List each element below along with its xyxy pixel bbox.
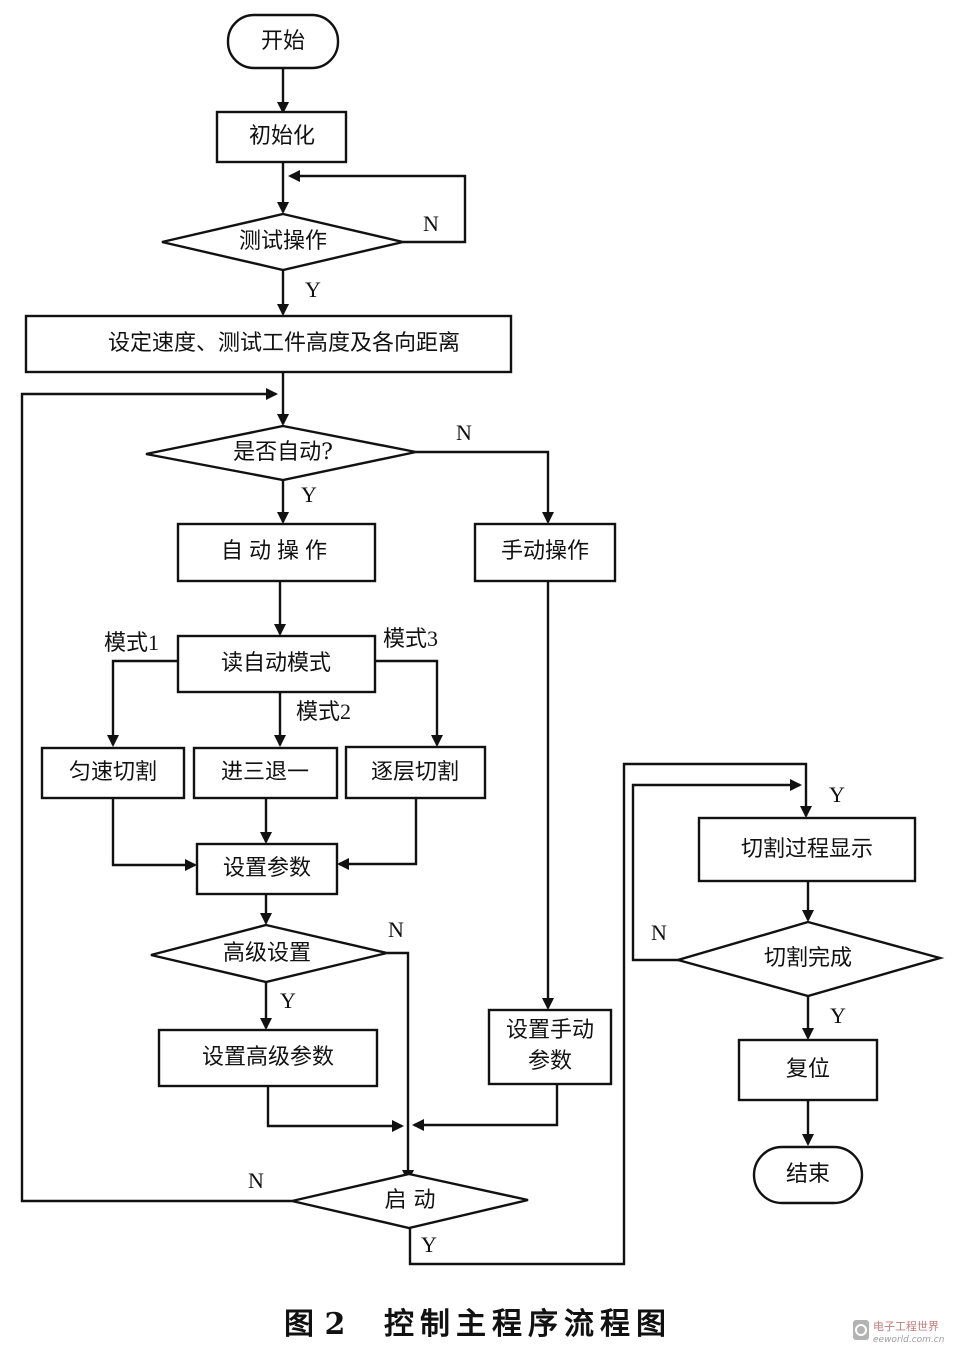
edge-advanced-no — [387, 951, 414, 1182]
edge-start-no-loop — [20, 388, 292, 1203]
node-set-advanced-params-label: 设置高级参数 — [202, 1045, 334, 1070]
label-test-yes: Y — [305, 277, 321, 302]
decision-test-op: 测试操作 — [161, 212, 404, 272]
node-read-mode-label: 读自动模式 — [221, 651, 331, 676]
node-end: 结束 — [752, 1145, 864, 1205]
decision-is-auto: 是否自动? — [145, 424, 417, 482]
edge-uniform-setparams — [111, 798, 197, 871]
label-advanced-yes: Y — [280, 988, 296, 1013]
label-mode2: 模式2 — [296, 699, 351, 724]
node-init-label: 初始化 — [249, 124, 315, 149]
node-read-mode: 读自动模式 — [176, 634, 377, 694]
node-setup: 设定速度、测试工件高度及各向距离 — [24, 314, 513, 374]
decision-is-auto-label: 是否自动? — [233, 440, 333, 465]
node-cut-display-label: 切割过程显示 — [741, 837, 873, 862]
node-uniform-cut: 匀速切割 — [40, 746, 186, 800]
label-isauto-no: N — [456, 420, 472, 445]
edge-start-yes — [408, 762, 812, 1266]
node-start: 开始 — [226, 13, 340, 70]
node-init: 初始化 — [215, 110, 348, 164]
node-uniform-cut-label: 匀速切割 — [69, 760, 157, 785]
label-advanced-no: N — [388, 917, 404, 942]
decision-test-op-label: 测试操作 — [239, 229, 327, 254]
edge-advparams-merge — [266, 1086, 404, 1132]
node-set-advanced-params: 设置高级参数 — [157, 1028, 379, 1088]
label-start-yes: Y — [421, 1232, 437, 1257]
node-set-params: 设置参数 — [195, 842, 339, 896]
caption-figure-number: 图 2 — [284, 1307, 345, 1342]
node-layer-cut: 逐层切割 — [344, 745, 487, 800]
decision-advanced-setting: 高级设置 — [150, 923, 388, 984]
watermark-logo-mark-icon — [855, 1324, 867, 1336]
caption-title: 控制主程序流程图 — [384, 1307, 672, 1342]
decision-start-run-label: 启 动 — [385, 1188, 436, 1213]
edge-done-no-loop — [631, 779, 802, 962]
node-reset: 复位 — [737, 1038, 879, 1102]
node-set-manual-params: 设置手动 参数 — [487, 1008, 613, 1086]
edge-labels: N Y N Y 模式1 模式2 模式3 N Y N Y Y N Y — [104, 211, 846, 1257]
figure-caption: 图 2 控制主程序流程图 — [284, 1307, 672, 1342]
node-start-label: 开始 — [261, 29, 305, 54]
watermark-logo-icon — [853, 1320, 869, 1340]
node-three-forward-one-back: 进三退一 — [192, 746, 339, 800]
edge-isauto-no — [416, 450, 554, 524]
node-set-params-label: 设置参数 — [223, 856, 311, 881]
watermark: 电子工程世界 eeworld.com.cn — [853, 1320, 945, 1345]
label-done-no: N — [651, 920, 667, 945]
decision-advanced-setting-label: 高级设置 — [223, 941, 311, 966]
edge-mode3 — [375, 659, 443, 747]
edge-manualparams-merge — [412, 1084, 559, 1131]
label-mode3: 模式3 — [383, 626, 438, 651]
label-mode1: 模式1 — [104, 630, 159, 655]
node-layer-cut-label: 逐层切割 — [371, 760, 459, 785]
watermark-domain: eeworld.com.cn — [873, 1335, 945, 1345]
node-reset-label: 复位 — [786, 1057, 830, 1082]
label-test-no: N — [423, 211, 439, 236]
node-auto-op: 自动操作 — [176, 522, 377, 583]
node-cut-display: 切割过程显示 — [697, 816, 917, 883]
edge-mode1 — [107, 659, 178, 747]
edge-layer-setparams — [337, 798, 418, 870]
node-manual-op: 手动操作 — [473, 522, 617, 583]
node-three-forward-one-back-label: 进三退一 — [221, 760, 309, 785]
watermark-name: 电子工程世界 — [873, 1320, 939, 1333]
decision-cut-done: 切割完成 — [673, 920, 945, 998]
decision-start-run: 启 动 — [291, 1172, 529, 1230]
label-start-no: N — [248, 1168, 264, 1193]
label-display-yes: Y — [829, 782, 845, 807]
node-auto-op-label: 自动操作 — [221, 539, 333, 564]
decision-cut-done-label: 切割完成 — [764, 946, 852, 971]
node-end-label: 结束 — [786, 1162, 830, 1187]
edge-test-no-loop — [288, 170, 467, 244]
label-done-yes: Y — [830, 1003, 846, 1028]
node-set-manual-params-label-line1: 设置手动 — [506, 1018, 594, 1043]
label-isauto-yes: Y — [301, 482, 317, 507]
node-set-manual-params-label-line2: 参数 — [528, 1049, 572, 1074]
node-manual-op-label: 手动操作 — [501, 539, 589, 564]
node-setup-label: 设定速度、测试工件高度及各向距离 — [108, 331, 460, 356]
connectors — [20, 68, 814, 1266]
